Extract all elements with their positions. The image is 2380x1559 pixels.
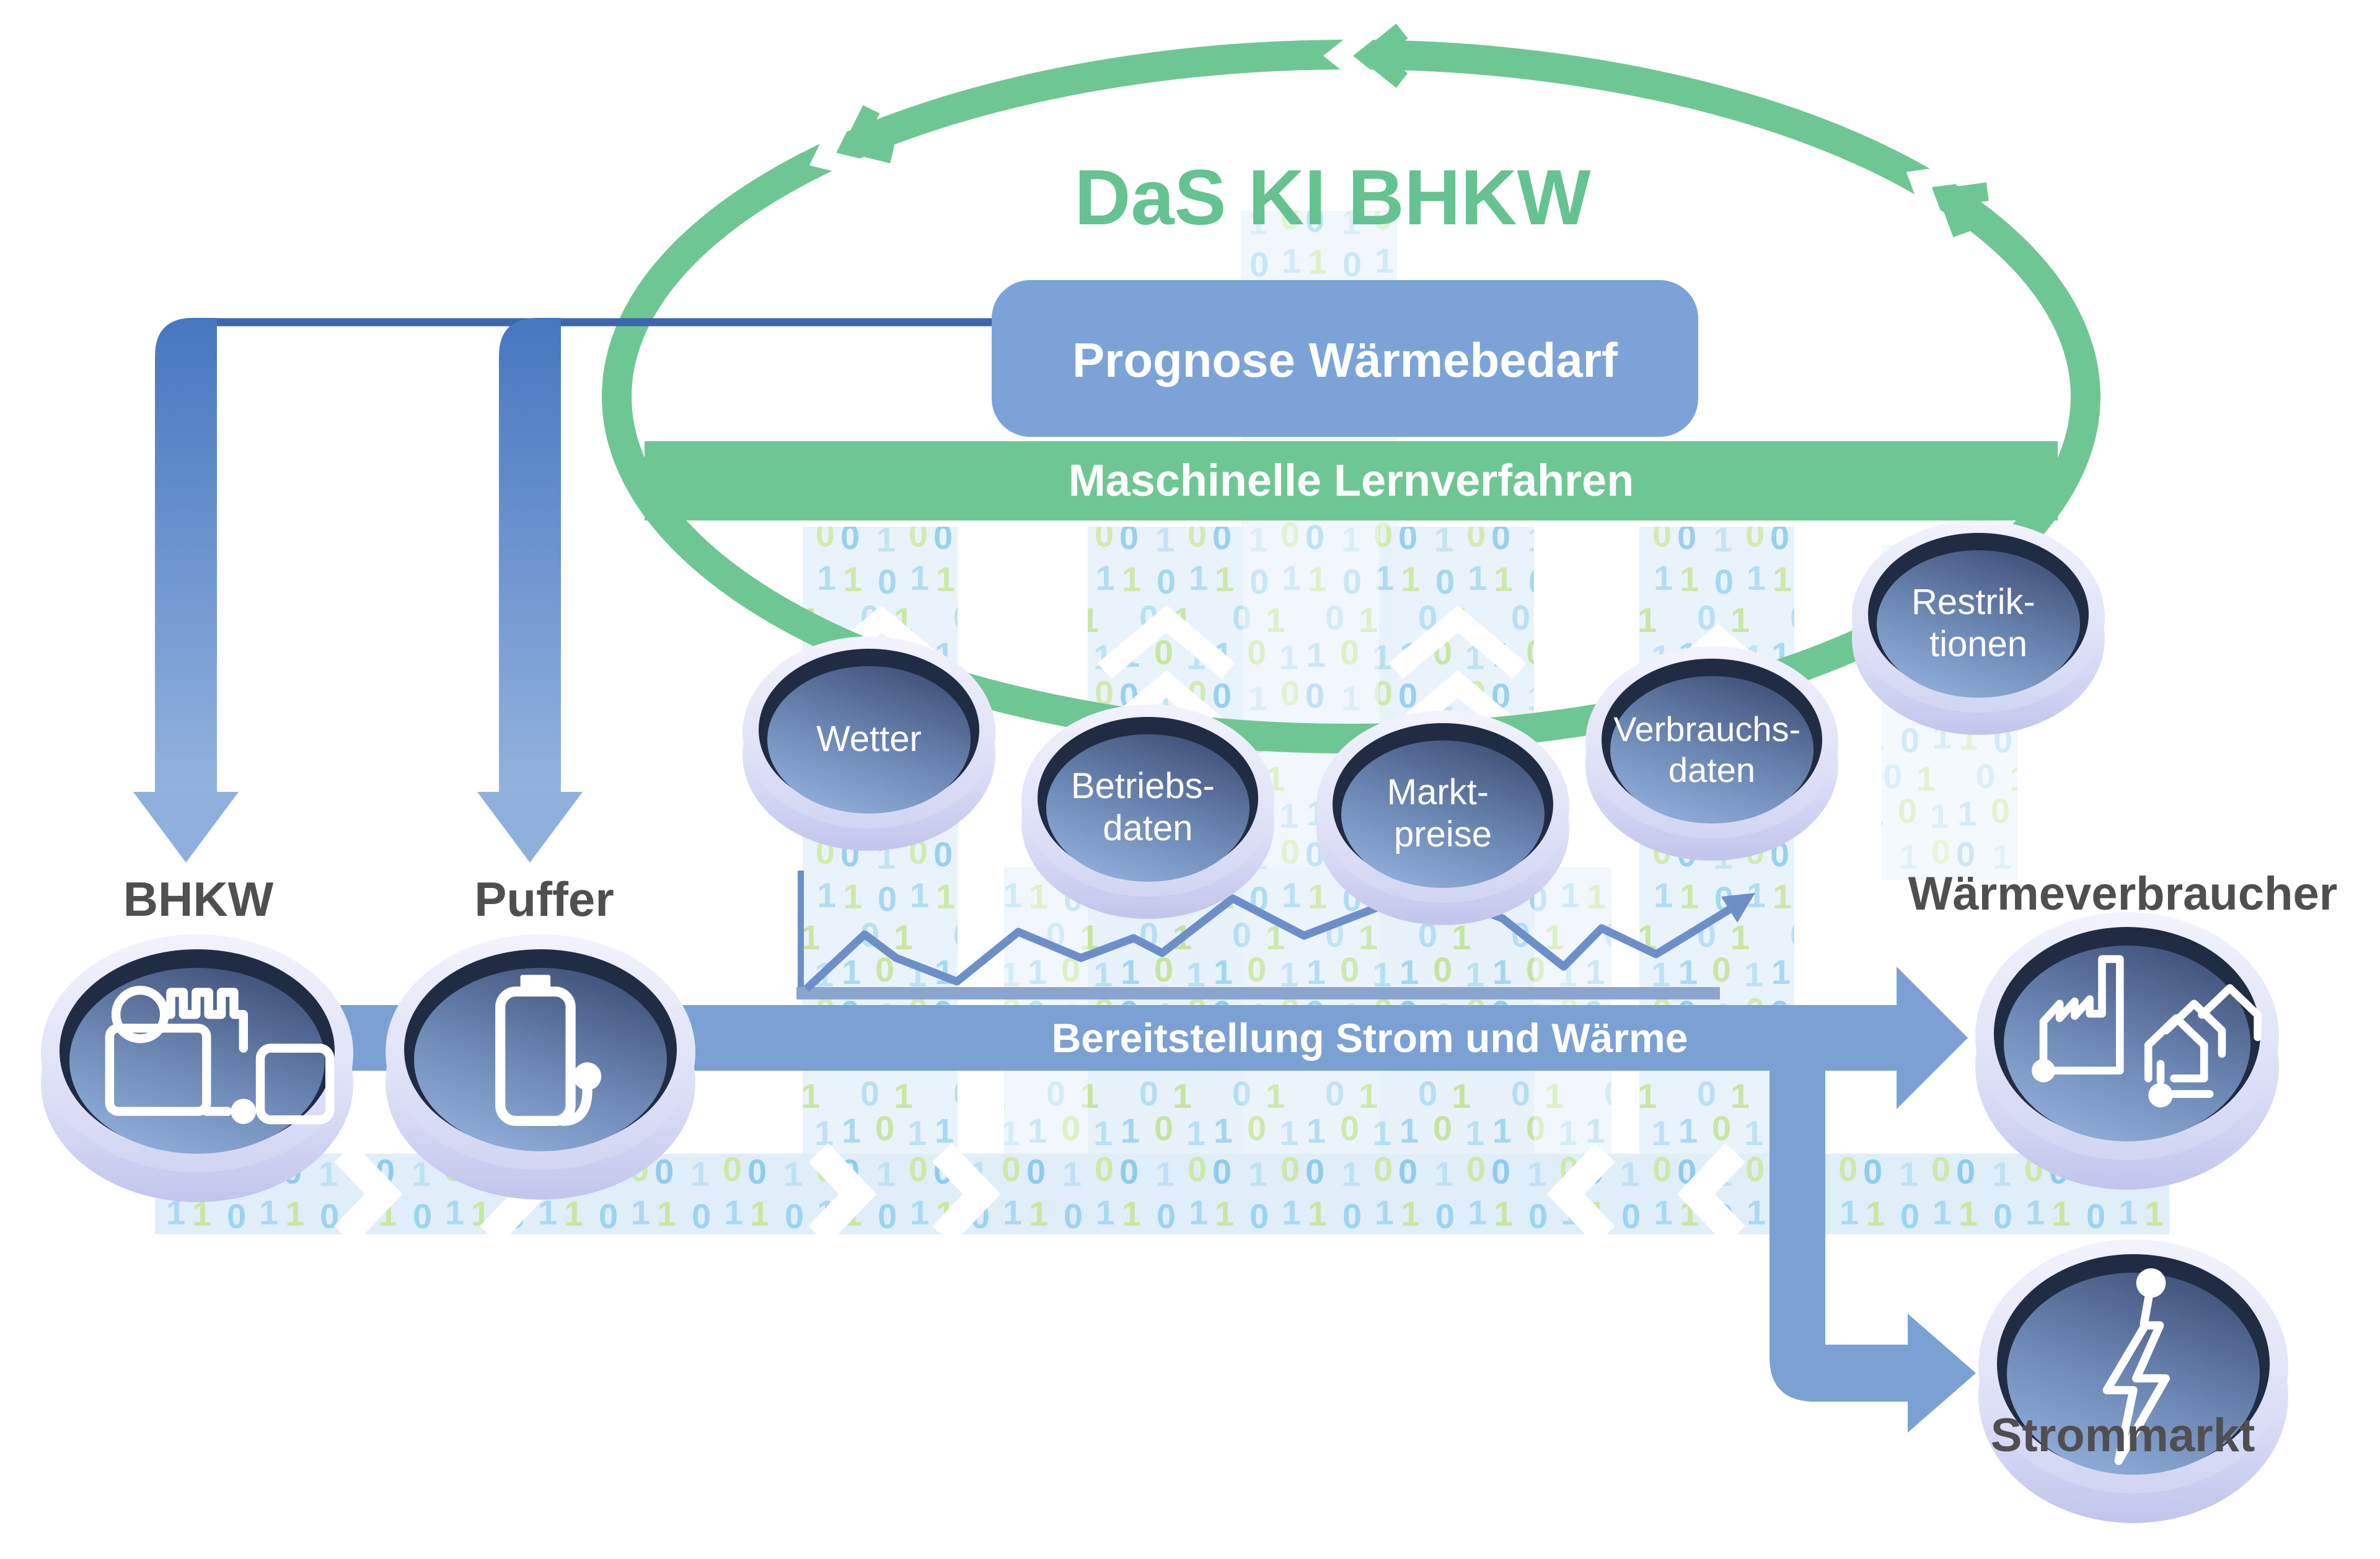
page-title: DaS KI BHKW	[1074, 154, 1590, 241]
chart-line	[803, 885, 1732, 992]
down-arrow-bhkw	[133, 318, 239, 863]
binary-flow-band	[155, 1143, 2169, 1245]
bhkw-label: BHKW	[123, 872, 274, 926]
flow-chevron-right	[808, 1143, 877, 1245]
disc-label-line: Verbrauchs-	[1613, 709, 1800, 749]
down-arrow-puffer	[477, 318, 583, 863]
cycle-gap	[1323, 24, 1375, 88]
chart-line-arrowhead	[1721, 893, 1755, 923]
disc-label: Betriebs- daten	[1071, 766, 1225, 848]
load-curve-chart	[796, 871, 1755, 999]
factory-houses-icon	[2032, 955, 2262, 1108]
disc-label-line: Markt-	[1387, 772, 1489, 812]
supply-arrowhead	[1897, 967, 1968, 1109]
cycle-direction-chevron	[1935, 182, 1989, 238]
disc-label-line: preise	[1394, 814, 1492, 854]
power-market-disc	[1978, 1239, 2288, 1523]
flow-chevron-left	[1546, 1143, 1615, 1245]
cycle-gap	[1906, 165, 1960, 221]
cycle-direction-chevron	[840, 105, 895, 164]
cycle-direction-chevron	[1355, 24, 1408, 88]
up-chevron	[1098, 605, 1235, 680]
up-chevron	[1389, 605, 1527, 680]
flow-chevron-left	[1677, 1143, 1745, 1245]
disc-label: Verbrauchs- daten	[1613, 709, 1810, 789]
disc-label-line: Betriebs-	[1071, 766, 1215, 806]
heat-consumer-label: Wärmeverbraucher	[1908, 867, 2338, 920]
disc-label-line: Restrik-	[1911, 582, 2035, 622]
power-market-label: Strommarkt	[1991, 1409, 2255, 1462]
puffer-disc	[386, 934, 695, 1200]
down-arrowhead	[477, 792, 583, 863]
input-disc-betriebsdaten: Betriebs- daten	[1021, 705, 1274, 919]
disc-label: Wetter	[816, 719, 922, 759]
input-disc-wetter: Wetter	[743, 636, 995, 851]
ml-band-label: Maschinelle Lernverfahren	[1069, 456, 1634, 506]
disc-label-line: daten	[1103, 808, 1192, 848]
disc-label-line: tionen	[1929, 624, 2027, 664]
ml-band	[645, 441, 2058, 520]
bhkw-disc	[41, 934, 353, 1202]
input-disc-restriktionen: Restrik- tionen	[1852, 520, 2105, 735]
binary-column	[1639, 527, 1794, 1234]
prognose-box: Prognose Wärmebedarf	[992, 280, 1698, 437]
buffer-storage-icon	[495, 975, 602, 1126]
disc-label: Markt- preise	[1387, 772, 1499, 854]
input-disc-verbrauchsdaten: Verbrauchs- daten	[1585, 646, 1838, 861]
flow-chevron-right	[334, 1143, 403, 1245]
puffer-label: Puffer	[474, 872, 614, 926]
flow-chevron-right	[932, 1143, 1001, 1245]
prognose-box-label: Prognose Wärmebedarf	[1072, 333, 1618, 387]
down-arrowhead	[133, 792, 239, 863]
lightning-icon	[2102, 1268, 2170, 1465]
ml-cycle: Maschinelle Lernverfahren	[602, 24, 2100, 753]
disc-label: Restrik- tionen	[1911, 582, 2045, 664]
supply-arrow-label: Bereitstellung Strom und Wärme	[1052, 1015, 1688, 1061]
chp-engine-icon	[105, 985, 335, 1125]
input-disc-marktpreise: Markt- preise	[1316, 711, 1569, 925]
power-branch-arrow	[1770, 1071, 1976, 1433]
cycle-gap	[809, 119, 864, 178]
disc-label-line: daten	[1668, 750, 1755, 789]
heat-consumer-disc	[1975, 912, 2279, 1190]
